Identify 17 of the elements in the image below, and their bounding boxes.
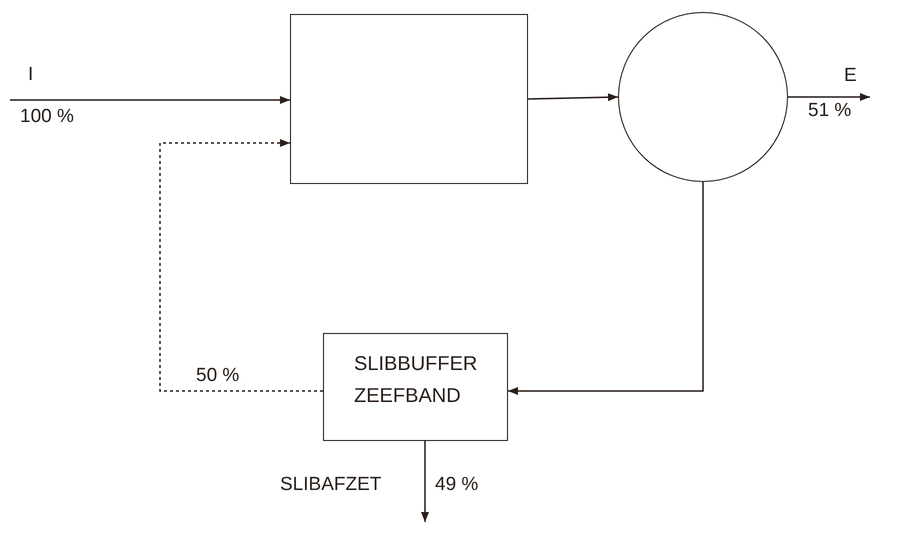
percentage-label: 49 % — [435, 474, 478, 496]
arrow — [788, 93, 870, 101]
arrow — [508, 182, 704, 395]
arrow — [421, 441, 429, 522]
arrow — [10, 96, 290, 104]
arrow — [159, 139, 323, 392]
flow-label: I — [28, 64, 34, 86]
separator-circle — [618, 12, 788, 182]
box-label: SLIBBUFFER ZEEFBAND — [353, 352, 478, 409]
process-box — [290, 14, 528, 184]
percentage-label: 51 % — [808, 100, 852, 122]
arrow — [528, 93, 618, 102]
percentage-label: 100 % — [20, 106, 74, 128]
flow-label: SLIBAFZET — [280, 474, 382, 496]
process-box — [323, 333, 508, 441]
percentage-label: 50 % — [196, 365, 240, 387]
edge-label: E — [844, 65, 857, 87]
